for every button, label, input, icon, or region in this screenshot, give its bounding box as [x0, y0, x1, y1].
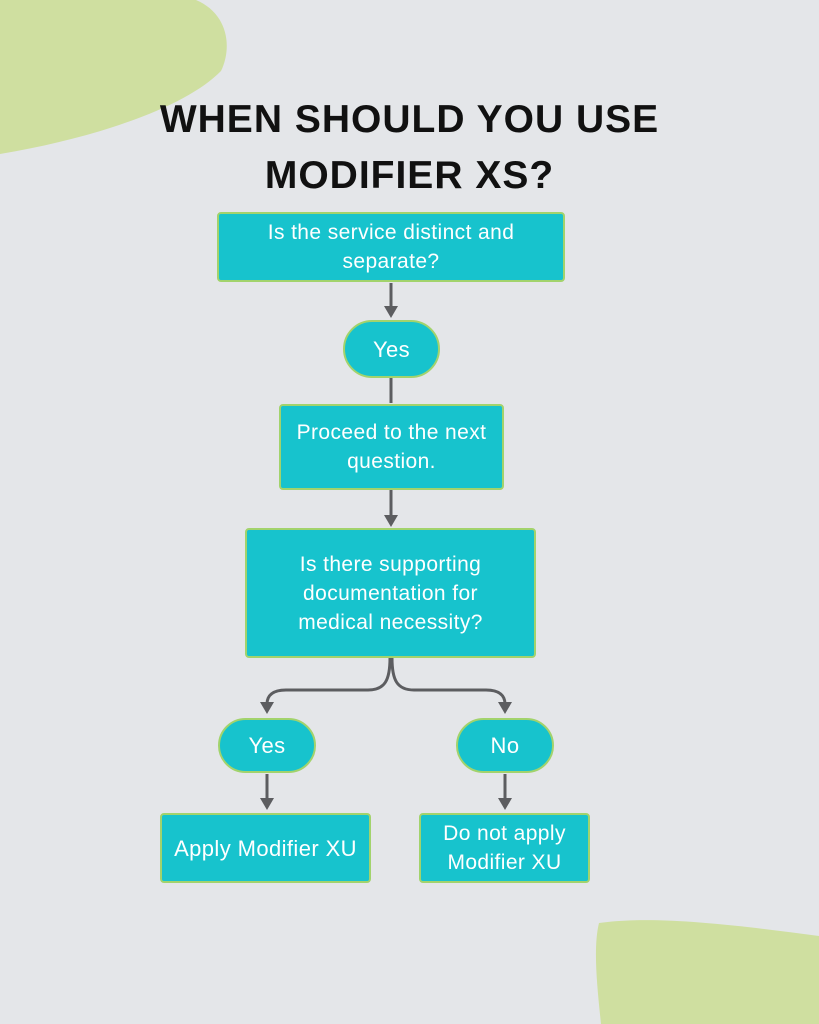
node-apply-modifier-xu: Apply Modifier XU: [160, 813, 371, 883]
node-proceed-next-question: Proceed to the next question.: [279, 404, 504, 490]
decorative-blob-bottom-right: [595, 920, 819, 1024]
page-title-line1: WHEN SHOULD YOU USE: [159, 98, 660, 141]
node-no-answer: No: [456, 718, 554, 773]
node-question-supporting-documentation: Is there supporting documentation for me…: [245, 528, 536, 658]
node-question-distinct-service: Is the service distinct and separate?: [217, 212, 565, 282]
edge-q2-to-no: [390, 657, 512, 714]
edge-q2-to-yes2: [260, 657, 392, 714]
page-title-line2: MODIFIER XS?: [264, 154, 555, 197]
node-yes-answer-2: Yes: [218, 718, 316, 773]
node-do-not-apply-modifier-xu: Do not apply Modifier XU: [419, 813, 590, 883]
node-yes-answer-1: Yes: [343, 320, 440, 378]
page-title: WHEN SHOULD YOU USE MODIFIER XS?: [0, 92, 819, 204]
